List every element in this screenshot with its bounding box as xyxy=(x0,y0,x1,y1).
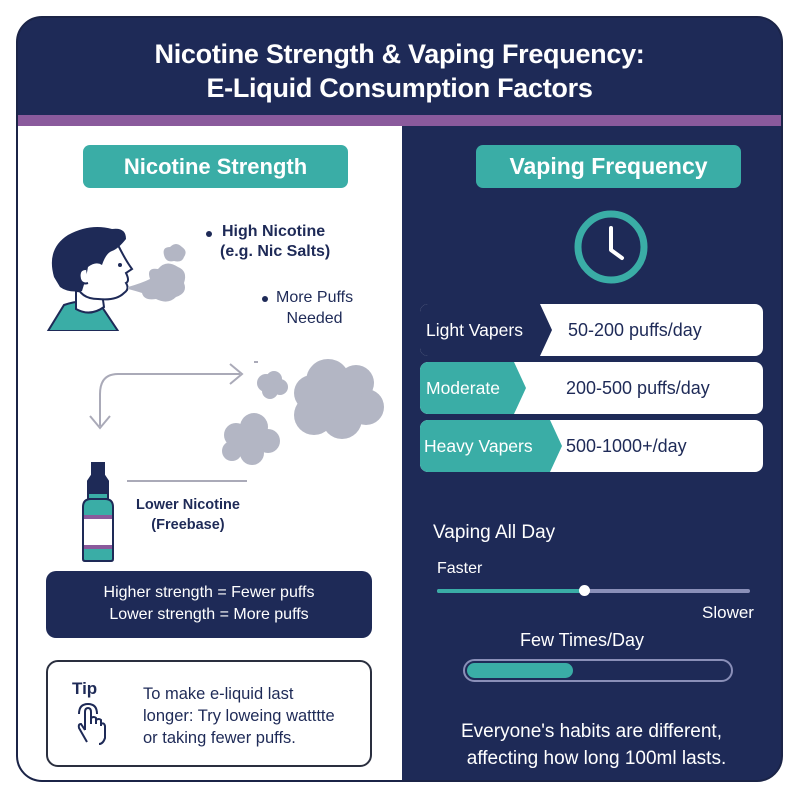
few-times-label: Few Times/Day xyxy=(520,630,645,650)
strength-summary-box: Higher strength = Fewer puffs Lower stre… xyxy=(46,571,372,638)
clock-icon xyxy=(574,210,648,284)
tip-label: Tip xyxy=(72,679,98,698)
vapor-cloud-icon xyxy=(222,359,384,465)
row-value: 200-500 puffs/day xyxy=(566,378,710,398)
frequency-row-moderate: Moderate 200-500 puffs/day xyxy=(420,362,763,414)
bullet-dot xyxy=(206,231,212,237)
row-label-bg xyxy=(420,420,562,472)
frequency-row-heavy: Heavy Vapers 500-1000+/day xyxy=(420,420,763,472)
vaping-frequency-heading: Vaping Frequency xyxy=(476,145,741,188)
footer-note: Everyone's habits are different, affecti… xyxy=(461,721,727,769)
tip-box: Tip To make e-liquid last longer: Try lo… xyxy=(46,660,372,767)
high-nicotine-label: High Nicotine (e.g. Nic Salts) xyxy=(220,223,331,260)
row-label: Moderate xyxy=(426,378,500,398)
header: Nicotine Strength & Vaping Frequency: E-… xyxy=(18,18,781,115)
row-label: Light Vapers xyxy=(426,320,523,340)
vaping-frequency-panel: Vaping Frequency Light Vapers 50-200 puf… xyxy=(402,126,781,780)
more-puffs-label: More Puffs Needed xyxy=(276,289,354,327)
title-line-2: E-Liquid Consumption Factors xyxy=(206,73,593,103)
title-line-1: Nicotine Strength & Vaping Frequency: xyxy=(154,39,645,69)
nicotine-strength-heading: Nicotine Strength xyxy=(83,145,348,188)
few-times-progress-bar xyxy=(463,659,733,682)
lower-nicotine-label: Lower Nicotine (Freebase) xyxy=(136,497,240,533)
infographic-card: Nicotine Strength & Vaping Frequency: E-… xyxy=(16,16,783,782)
row-label-bg xyxy=(420,362,526,414)
curved-arrow-icon xyxy=(89,361,258,430)
bottle-pointer-line xyxy=(127,480,247,482)
progress-fill xyxy=(467,663,573,678)
tip-text: To make e-liquid last longer: Try lowein… xyxy=(143,685,335,747)
slider-faster-label: Faster xyxy=(437,560,483,577)
tap-hand-icon xyxy=(77,702,106,745)
row-value: 500-1000+/day xyxy=(566,436,687,456)
slider-fill xyxy=(437,589,585,593)
bullet-dot xyxy=(262,296,268,302)
row-label: Heavy Vapers xyxy=(424,436,533,456)
page-title: Nicotine Strength & Vaping Frequency: E-… xyxy=(18,37,781,105)
frequency-row-light: Light Vapers 50-200 puffs/day xyxy=(420,304,763,356)
nicotine-strength-panel: Nicotine Strength High Nicotine (e.g. Ni… xyxy=(18,126,402,780)
slider-track[interactable] xyxy=(437,589,750,593)
row-label-bg xyxy=(420,304,552,356)
vaping-all-day-label: Vaping All Day xyxy=(433,522,556,543)
row-value: 50-200 puffs/day xyxy=(568,320,702,340)
slider-slower-label: Slower xyxy=(702,603,754,622)
accent-stripe xyxy=(18,115,781,126)
e-liquid-bottle-icon xyxy=(82,462,114,562)
slider-thumb[interactable] xyxy=(579,585,590,596)
person-exhaling-icon xyxy=(46,227,186,331)
